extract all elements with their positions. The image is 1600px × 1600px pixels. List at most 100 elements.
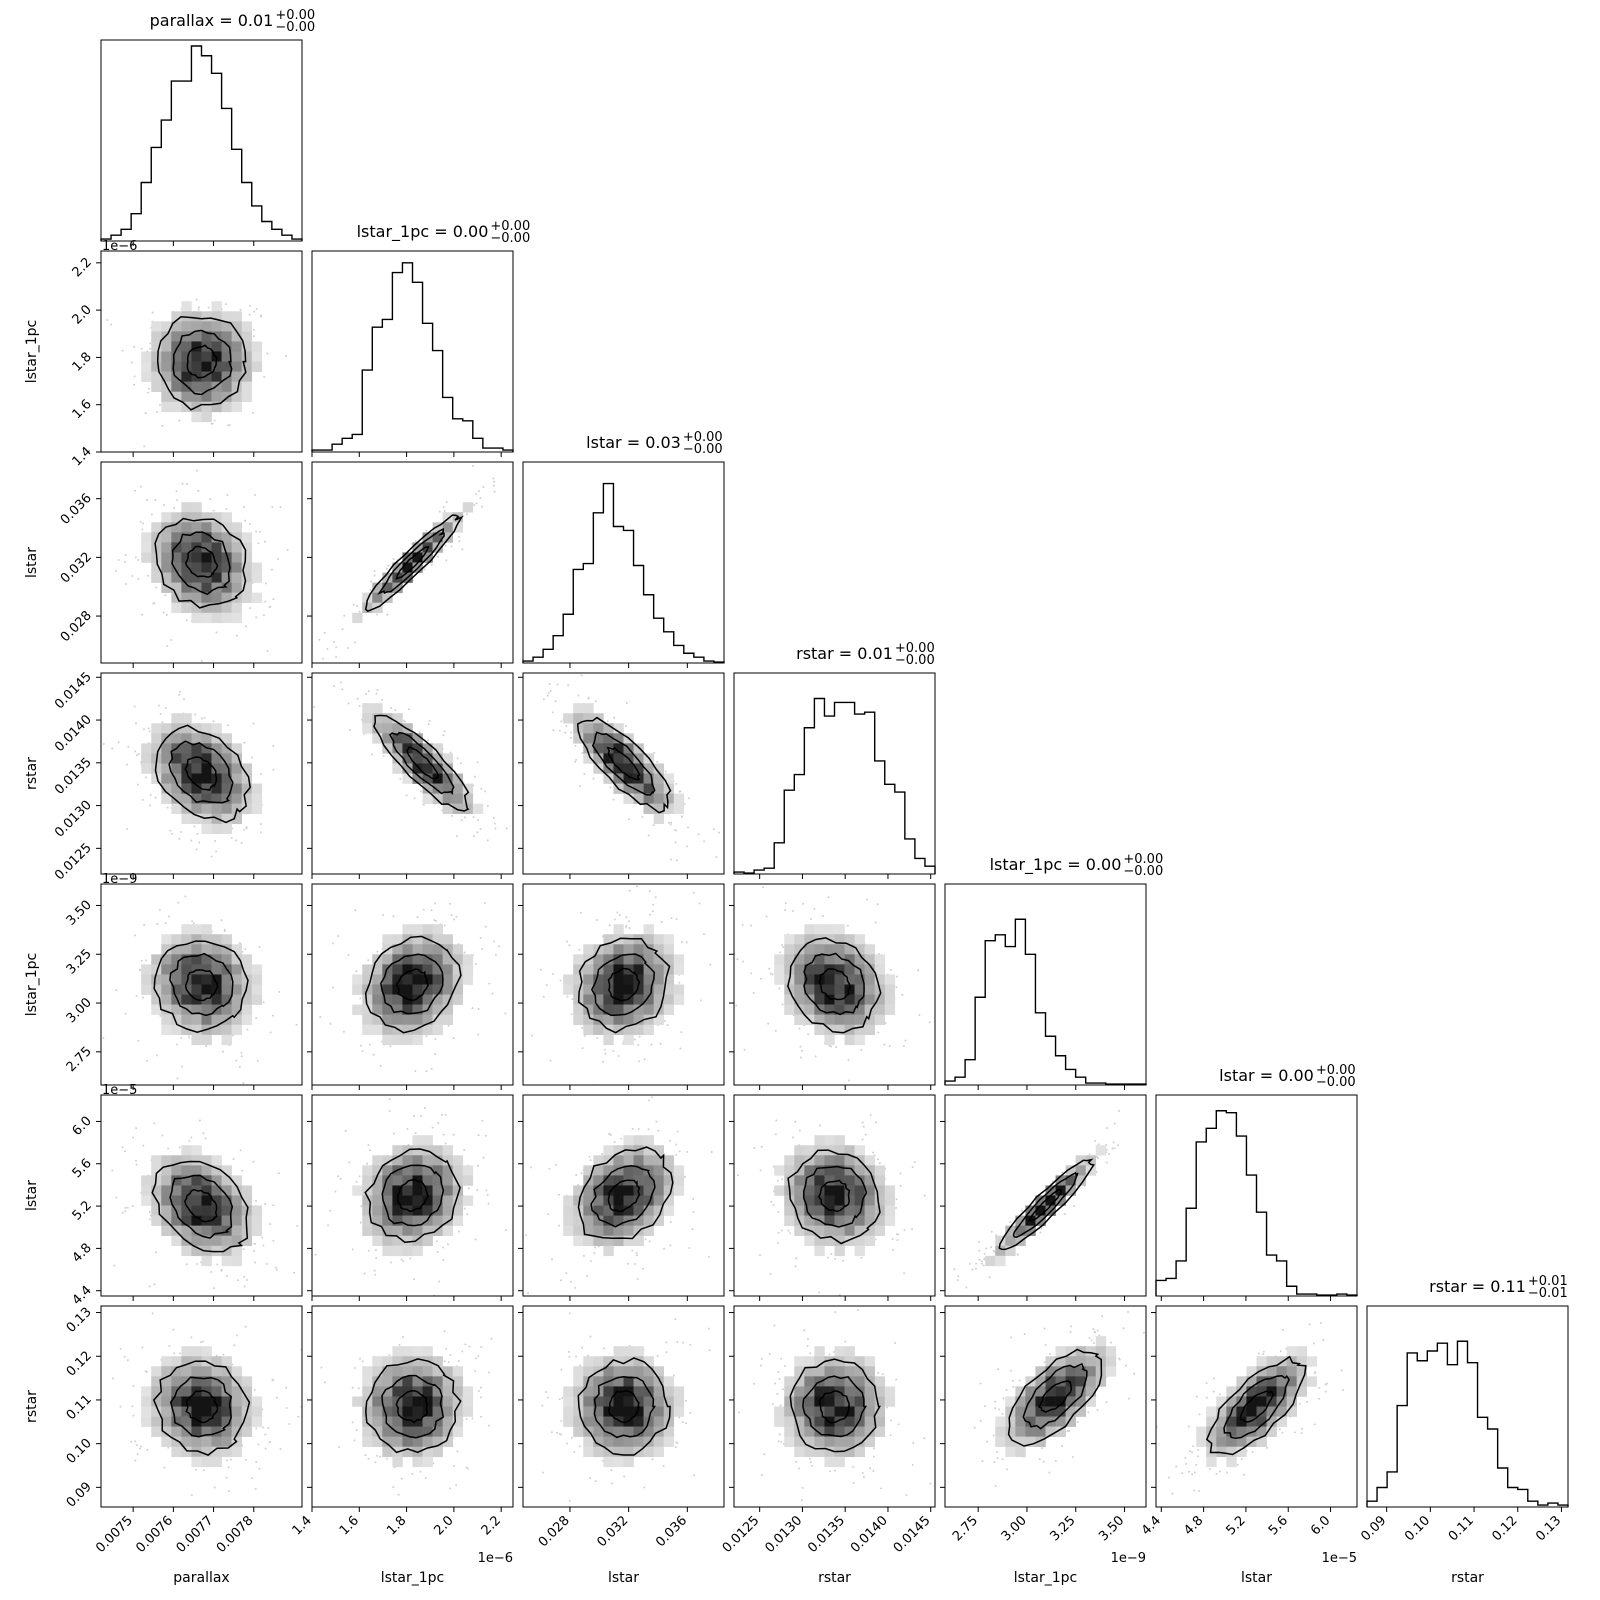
sample-point [461, 548, 464, 551]
sample-point [178, 1146, 181, 1149]
sample-point [625, 916, 628, 919]
sample-point [244, 1458, 247, 1461]
density-cell [613, 1195, 624, 1206]
sample-point [903, 1272, 906, 1275]
contour-level-1 [1028, 1188, 1063, 1222]
sample-point [1096, 1157, 1099, 1160]
density-cell [211, 723, 222, 734]
sample-point [239, 1149, 242, 1152]
sample-point [124, 1012, 127, 1015]
density-cell [221, 522, 232, 533]
sample-point [337, 935, 340, 938]
sample-point [769, 972, 772, 975]
density-cell [653, 1205, 664, 1216]
scatter-panel-3-2 [518, 672, 725, 879]
sample-point [253, 1242, 256, 1245]
density-cell [181, 743, 192, 754]
density-cell [673, 994, 685, 1005]
sample-point [405, 794, 408, 797]
density-cell [221, 1034, 232, 1046]
sample-point [388, 1098, 391, 1101]
density-cell [412, 1014, 423, 1025]
density-cell [241, 562, 253, 573]
density-cell [814, 994, 825, 1005]
density-cell [191, 612, 202, 624]
density-cell [221, 361, 232, 372]
density-cell [161, 361, 172, 372]
density-cell [412, 1215, 423, 1226]
sample-point [139, 485, 142, 488]
density-cell [784, 1004, 795, 1015]
sample-point [356, 605, 359, 608]
sample-point [111, 747, 114, 750]
density-cell [804, 934, 815, 945]
sample-point [686, 826, 689, 829]
sample-point [200, 660, 203, 663]
contour-level-2 [388, 731, 455, 795]
density-cell [201, 351, 212, 362]
density-cell [181, 1195, 192, 1206]
sample-point [799, 1056, 802, 1059]
sample-point [170, 832, 173, 835]
density-cell [432, 1175, 443, 1186]
density-cell [171, 1165, 182, 1176]
density-cell [402, 1024, 413, 1036]
sample-point [436, 1250, 439, 1253]
sample-point [1088, 1153, 1091, 1156]
density-cell [151, 341, 162, 352]
density-cell [422, 783, 433, 794]
density-cell [633, 1014, 644, 1025]
sample-point [241, 1169, 244, 1172]
sample-point [601, 1060, 604, 1063]
sample-point [422, 803, 425, 806]
sample-point [444, 1142, 447, 1145]
density-cell [613, 1024, 624, 1036]
density-cell [623, 1225, 634, 1236]
density-cell [402, 954, 413, 965]
density-cell [854, 1225, 865, 1236]
density-cell [211, 1195, 222, 1206]
density-cell [231, 612, 242, 624]
sample-point [133, 375, 136, 378]
y-tick-label: 0.0140 [52, 712, 95, 755]
density-cell [623, 1185, 634, 1196]
density-cell [211, 1235, 222, 1247]
density-cell [432, 753, 443, 764]
density-cell [422, 793, 433, 804]
sample-point [664, 770, 667, 773]
sample-point [624, 724, 627, 727]
density-cell [864, 974, 875, 985]
sample-point [985, 1247, 988, 1250]
sample-point [699, 999, 702, 1002]
density-cell [171, 321, 182, 332]
density-cell [392, 934, 403, 945]
density-cell [432, 783, 443, 794]
sample-point [493, 480, 496, 483]
density-cell [402, 974, 413, 985]
sample-point [659, 1042, 662, 1045]
sample-point [568, 944, 571, 947]
sample-point [759, 1169, 762, 1172]
sample-point [243, 1285, 246, 1288]
sample-point [781, 1178, 784, 1181]
sample-point [343, 614, 346, 617]
density-cell [854, 1245, 865, 1257]
sample-point [342, 1030, 345, 1033]
density-cell [442, 1014, 453, 1025]
sample-point [787, 1229, 790, 1232]
density-cell [593, 954, 604, 965]
sample-point [425, 1035, 428, 1038]
density-cell [352, 1185, 363, 1196]
sample-point [225, 1476, 228, 1479]
density-cell [181, 301, 192, 312]
sample-point [332, 986, 335, 989]
sample-point [451, 814, 454, 817]
density-cell [231, 743, 242, 754]
sample-point [125, 827, 128, 830]
contour-level-3 [364, 1148, 461, 1244]
sample-point [197, 306, 200, 309]
sample-point [226, 724, 229, 727]
sample-point [263, 375, 266, 378]
sample-point [455, 915, 458, 918]
sample-point [119, 1405, 122, 1408]
